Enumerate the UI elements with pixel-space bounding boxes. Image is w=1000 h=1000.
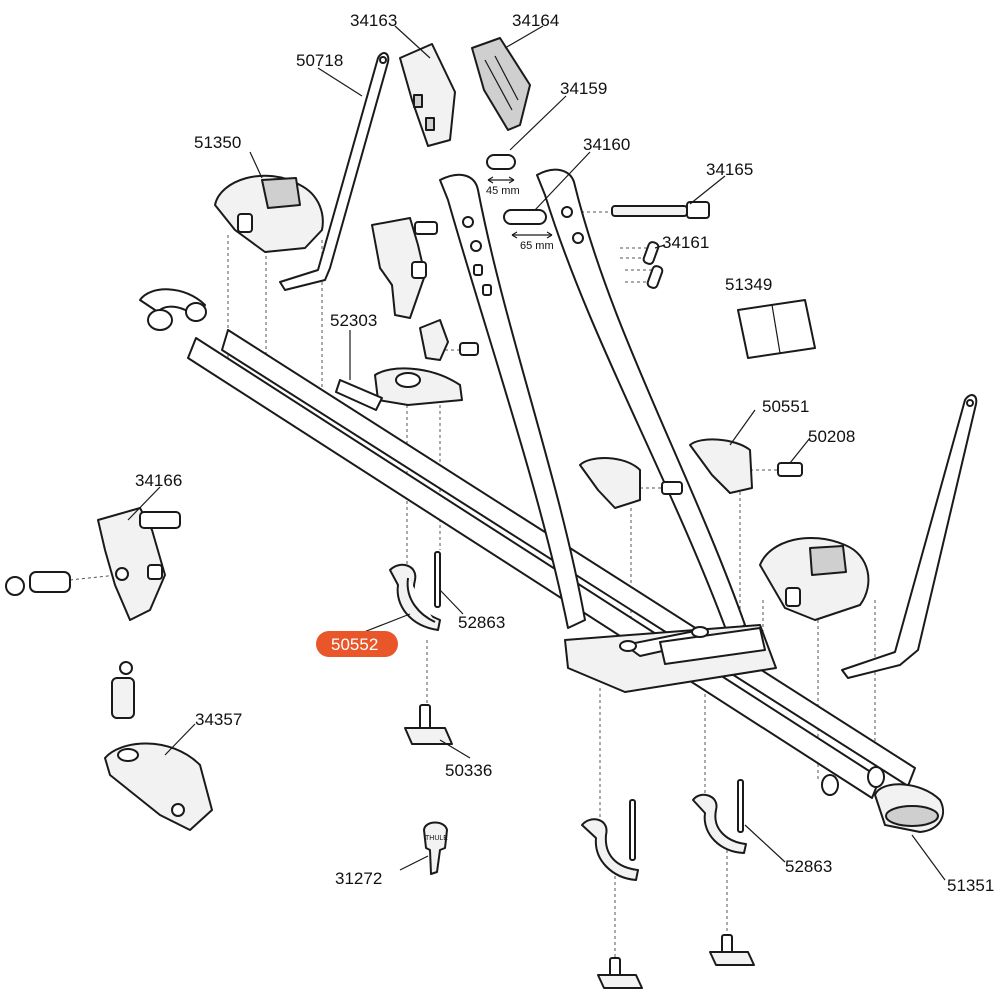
- grip-34163: [399, 43, 456, 147]
- pin-34159: 45 mm: [486, 154, 520, 197]
- bracket-upper: [371, 217, 438, 319]
- label-51351: 51351: [947, 876, 994, 895]
- strap-arm-rear: [841, 394, 978, 679]
- clips-34161: [642, 241, 664, 289]
- label-34165: 34165: [706, 160, 753, 179]
- label-34161: 34161: [662, 233, 709, 252]
- tnut-lower-right: [709, 934, 755, 966]
- highlight-badge: [316, 631, 398, 657]
- bolt-52863-left: [434, 551, 441, 608]
- label-34164: 34164: [512, 11, 559, 30]
- leader-lines: [127, 25, 946, 881]
- tnut-lower-left: [597, 957, 643, 989]
- pin-34160: 65 mm: [503, 209, 554, 252]
- strap-arm-50718: [279, 52, 390, 291]
- label-50552: 50552: [331, 635, 378, 654]
- grip-34164: [471, 37, 531, 131]
- tnut-50336: [404, 704, 453, 745]
- part-labels: 34163 34164 50718 34159 51350 34160 3416…: [135, 11, 994, 895]
- label-34163: 34163: [350, 11, 397, 30]
- mount-base: [564, 624, 777, 693]
- label-31272: 31272: [335, 869, 382, 888]
- holder-50551: [689, 438, 803, 494]
- lock-holder-34166: [97, 507, 181, 621]
- label-50336: 50336: [445, 761, 492, 780]
- holder-left-mid: [579, 457, 683, 509]
- strap-50552: [389, 563, 441, 631]
- strap-lower-left: [581, 818, 639, 881]
- strap-lower-right: [692, 793, 747, 854]
- label-34159: 34159: [560, 79, 607, 98]
- label-51350: 51350: [194, 133, 241, 152]
- wheel-holder-rear: [759, 537, 870, 621]
- key-31272: THULE: [423, 821, 448, 875]
- label-50208: 50208: [808, 427, 855, 446]
- label-52863-right: 52863: [785, 857, 832, 876]
- label-34357: 34357: [195, 710, 242, 729]
- bolt-34165: [611, 201, 710, 219]
- frame-arms: [439, 168, 751, 638]
- lock-cylinder: [5, 571, 71, 596]
- bolt-lower-left: [629, 799, 636, 861]
- dimension-45mm: 45 mm: [486, 185, 520, 197]
- lock-assembly-34357: [104, 661, 213, 831]
- label-51349: 51349: [725, 275, 772, 294]
- label-34166: 34166: [135, 471, 182, 490]
- wheel-holder-51350: [214, 174, 324, 253]
- label-50718: 50718: [296, 51, 343, 70]
- label-52303: 52303: [330, 311, 377, 330]
- latch-small: [419, 319, 479, 361]
- bolt-52863-right: [737, 779, 744, 833]
- sticker-51349: [737, 299, 816, 359]
- label-34160: 34160: [583, 135, 630, 154]
- label-52863-left: 52863: [458, 613, 505, 632]
- dimension-65mm: 65 mm: [520, 240, 554, 252]
- clamp-52303: [335, 367, 463, 411]
- label-50551: 50551: [762, 397, 809, 416]
- key-brand: THULE: [425, 835, 448, 842]
